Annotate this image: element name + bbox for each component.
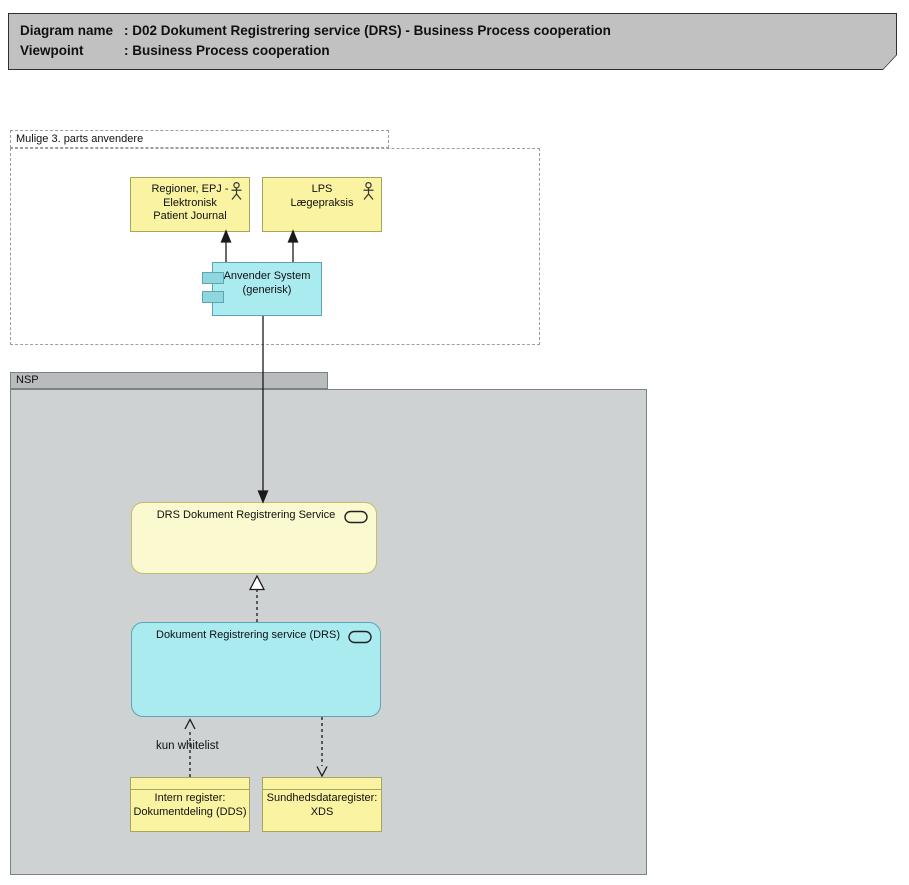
component-tab-icon	[202, 272, 224, 284]
service-oval-icon	[348, 630, 372, 644]
node-drs-dokument-registrering-service[interactable]: DRS Dokument Registrering Service	[131, 502, 377, 574]
node-dokument-registrering-service-drs-label: Dokument Registrering service (DRS)	[156, 629, 340, 641]
node-lps[interactable]: LPS Lægepraksis	[262, 177, 382, 232]
node-regioner-epj-label: Regioner, EPJ - Elektronisk Patient Jour…	[151, 183, 229, 222]
actor-icon	[363, 182, 374, 200]
actor-icon	[231, 182, 242, 200]
diagram-title-inner: Diagram name : D02 Dokument Registrering…	[9, 14, 896, 69]
edge-label-kun-whitelist: kun whitelist	[156, 740, 219, 752]
diagram-name-label: Diagram name	[20, 23, 114, 38]
group-nsp-label-tab[interactable]: NSP	[10, 372, 328, 389]
node-intern-register-dds-label: Intern register: Dokumentdeling (DDS)	[133, 792, 247, 818]
group-nsp-label: NSP	[16, 374, 39, 386]
viewpoint-row: Viewpoint : Business Process cooperation	[20, 41, 885, 61]
node-sundhedsdataregister-xds-label: Sundhedsdataregister: XDS	[266, 792, 378, 818]
node-sundhedsdataregister-xds[interactable]: Sundhedsdataregister: XDS	[262, 777, 382, 832]
node-lps-label: LPS Lægepraksis	[290, 183, 354, 209]
viewpoint-label: Viewpoint	[20, 43, 84, 58]
node-dokument-registrering-service-drs[interactable]: Dokument Registrering service (DRS)	[131, 622, 381, 717]
node-intern-register-dds[interactable]: Intern register: Dokumentdeling (DDS)	[130, 777, 250, 832]
node-regioner-epj[interactable]: Regioner, EPJ - Elektronisk Patient Jour…	[130, 177, 250, 232]
group-third-party-label-tab[interactable]: Mulige 3. parts anvendere	[10, 130, 389, 148]
diagram-title-block: Diagram name : D02 Dokument Registrering…	[8, 13, 897, 70]
diagram-name-value: : D02 Dokument Registrering service (DRS…	[124, 23, 611, 38]
viewpoint-value: : Business Process cooperation	[124, 43, 330, 58]
component-tab-icon	[202, 291, 224, 303]
register-header-band	[131, 778, 249, 790]
diagram-name-row: Diagram name : D02 Dokument Registrering…	[20, 21, 885, 41]
node-drs-dokument-registrering-service-label: DRS Dokument Registrering Service	[156, 509, 336, 521]
register-header-band	[263, 778, 381, 790]
node-anvender-system-label: Anvender System (generisk)	[223, 270, 311, 296]
node-anvender-system[interactable]: Anvender System (generisk)	[202, 262, 322, 316]
service-oval-icon	[344, 510, 368, 524]
group-third-party-label: Mulige 3. parts anvendere	[16, 133, 144, 145]
